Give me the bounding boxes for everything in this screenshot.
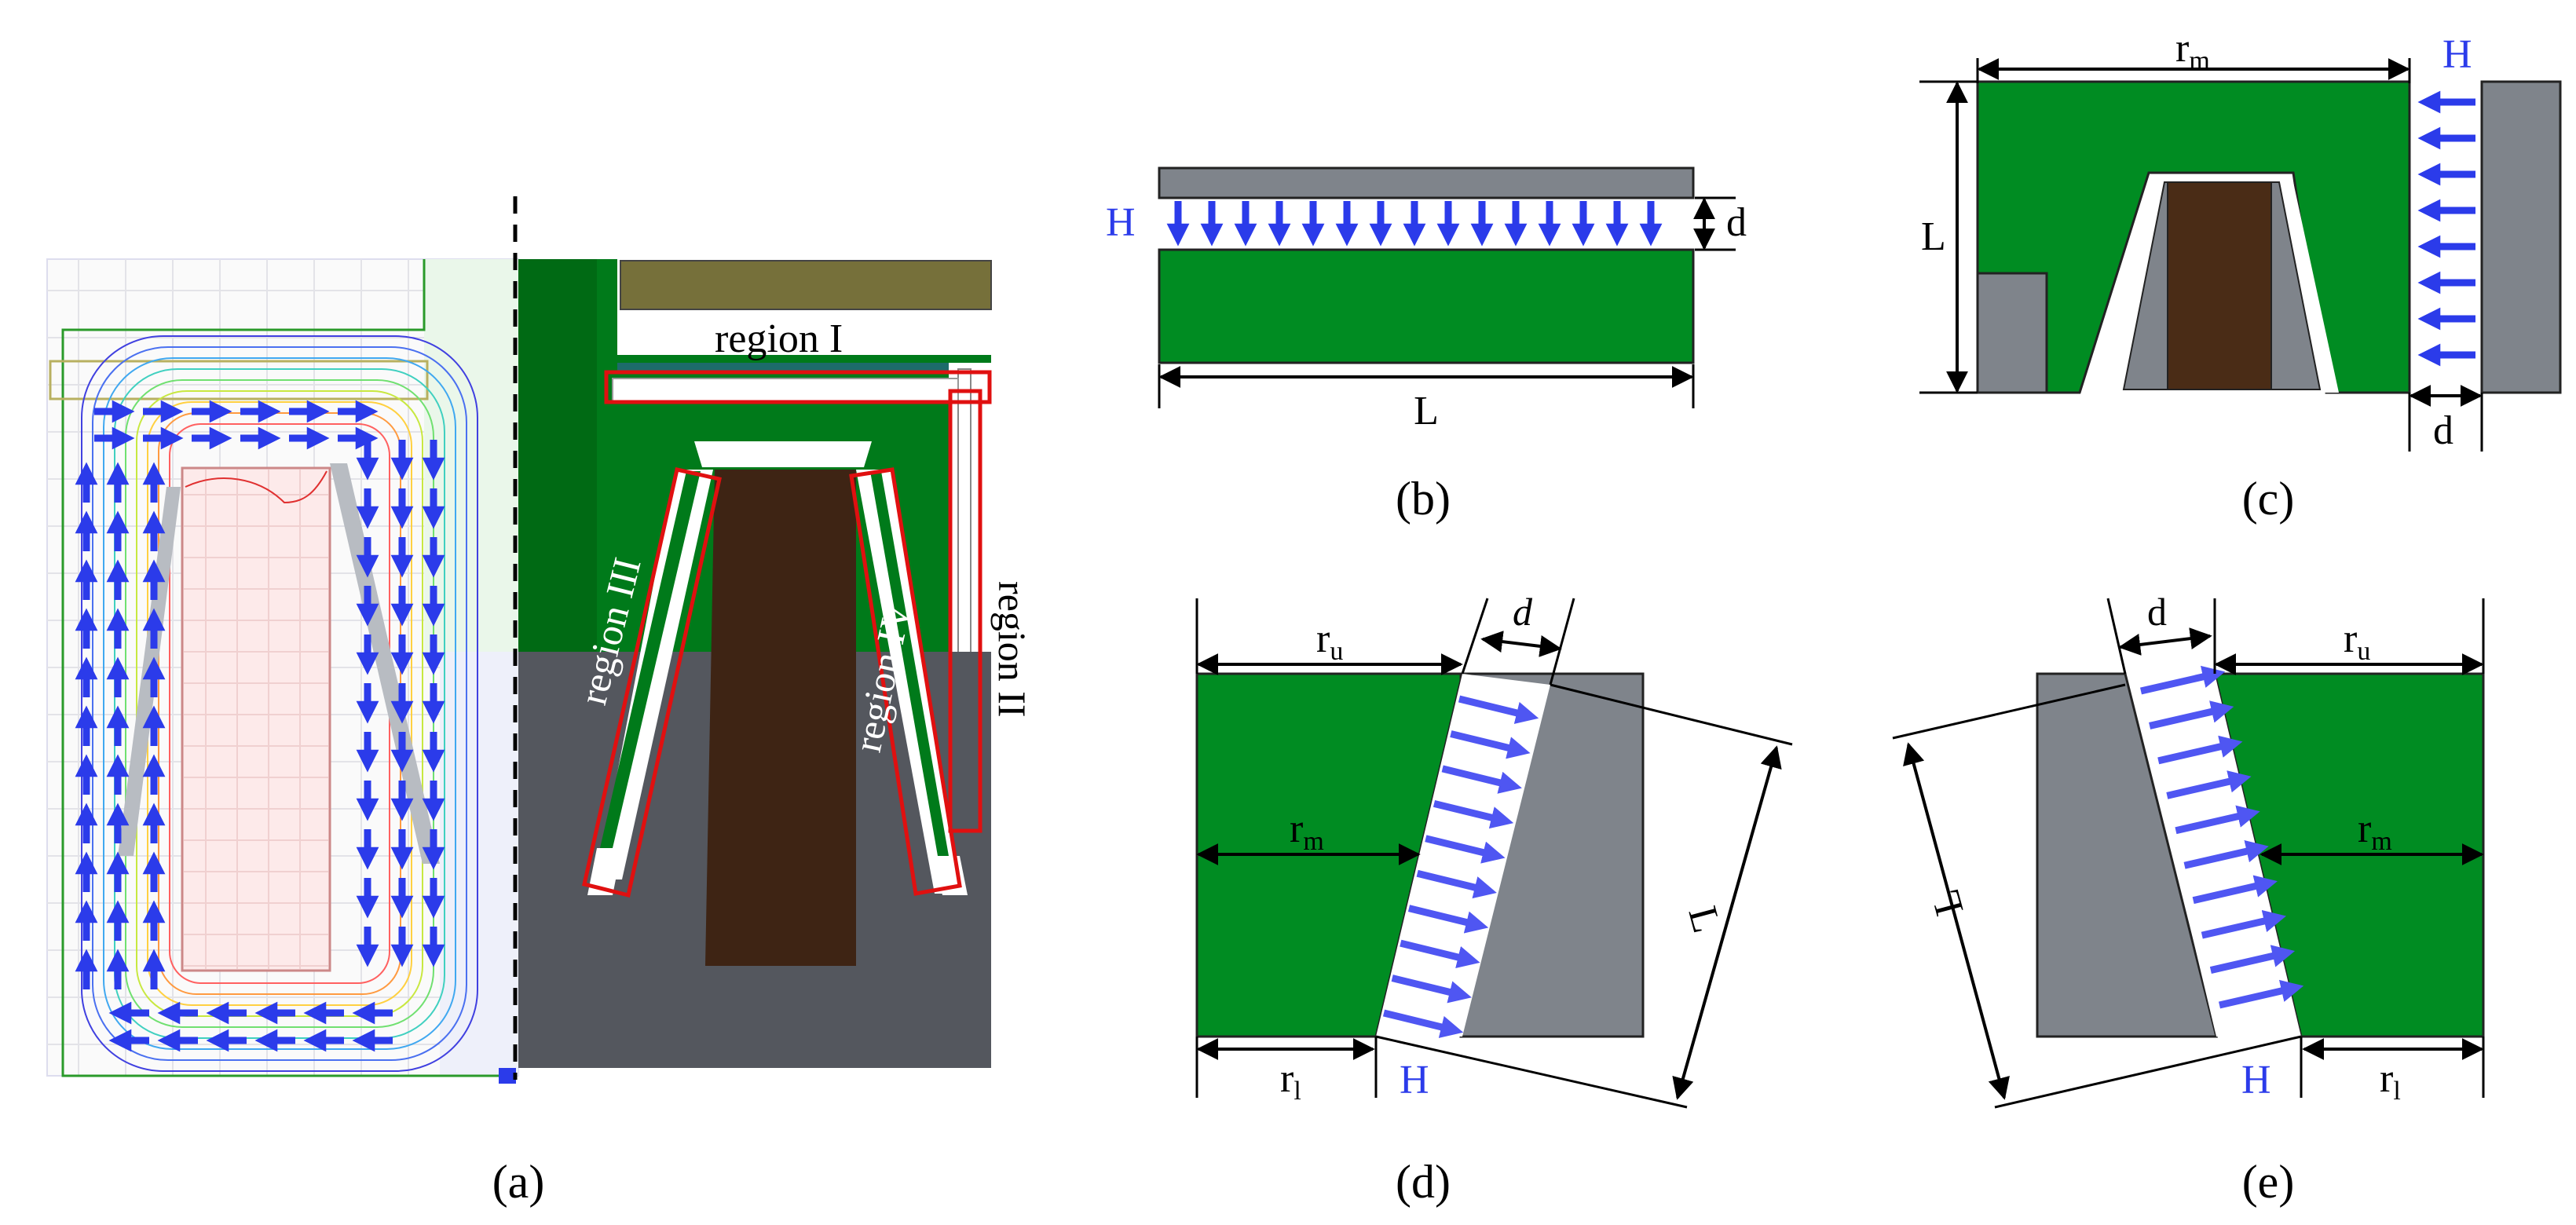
field-arrows <box>2417 90 2475 367</box>
arrow-icon <box>2218 979 2304 1009</box>
arrow-icon <box>2201 909 2287 939</box>
arrow-icon <box>2157 735 2243 765</box>
arrow-icon <box>1433 799 1514 829</box>
upper-radius-label: ru <box>2344 616 2370 666</box>
region-3-box <box>582 467 722 898</box>
actuator-model: region I region II region III region IV <box>518 259 1034 1068</box>
field-arrows <box>2139 665 2304 1009</box>
arrow-icon <box>1391 975 1472 1004</box>
mean-radius-label: rm <box>1290 806 1324 856</box>
caption-c: (c) <box>2242 473 2295 525</box>
radius-label: rm <box>2175 26 2210 75</box>
region-1-label: region I <box>715 316 843 361</box>
field-arrows <box>1382 695 1539 1038</box>
gap-dimension <box>2118 627 2212 656</box>
length-dimension <box>1903 742 2010 1100</box>
simulation-view <box>46 258 519 1084</box>
caption-d: (d) <box>1396 1156 1451 1208</box>
coil <box>2167 181 2272 390</box>
length-label-L: L <box>1679 901 1729 937</box>
arrow-icon <box>1441 765 1522 794</box>
arrow-icon <box>2139 665 2226 695</box>
gap-dimension <box>1480 631 1562 657</box>
arrow-icon <box>1382 1009 1464 1038</box>
armature-side <box>2480 80 2562 394</box>
region-4-box <box>849 467 962 896</box>
arrow-icon <box>2149 700 2234 730</box>
panel-e: ru rm rl d L H (e) <box>1892 590 2485 1208</box>
field-label-H: H <box>2241 1058 2271 1102</box>
field-arrows <box>1166 201 1663 247</box>
panel-b: H d L (b) <box>1106 166 1747 525</box>
length-dimension <box>1672 745 1782 1100</box>
caption-b: (b) <box>1396 473 1451 525</box>
arrow-icon <box>2166 770 2252 799</box>
coil <box>705 470 856 966</box>
armature-plate <box>620 260 992 310</box>
arrow-icon <box>2209 945 2296 974</box>
arrow-icon <box>1458 695 1539 724</box>
gap-label-d: d <box>2147 590 2167 634</box>
arrow-icon <box>1425 835 1506 864</box>
field-label-H: H <box>1106 200 1136 245</box>
flux-arrows <box>75 400 445 1052</box>
panel-a: region I region II region III region IV … <box>46 196 1034 1208</box>
arrow-icon <box>2192 875 2278 905</box>
gap-label-d: d <box>1726 200 1747 245</box>
region-1-box <box>604 370 992 404</box>
caption-e: (e) <box>2242 1156 2295 1208</box>
origin-marker <box>499 1068 516 1084</box>
lower-radius-label: rl <box>2380 1056 2401 1106</box>
arrow-icon <box>1450 730 1531 759</box>
arrow-icon <box>2183 840 2269 869</box>
mean-radius-label: rm <box>2358 806 2392 856</box>
armature-plate <box>1158 166 1695 199</box>
length-label-L: L <box>1414 389 1439 433</box>
core-block <box>1158 248 1695 364</box>
upper-radius-label: ru <box>1316 616 1343 666</box>
gap-label-d: d <box>1513 590 1533 634</box>
arrow-icon <box>1407 905 1489 934</box>
gap-label-d: d <box>2433 408 2453 453</box>
field-label-H: H <box>1400 1058 1429 1102</box>
panel-c: H rm L d (c) <box>1919 26 2562 525</box>
field-label-H: H <box>2442 32 2472 77</box>
length-label-L: L <box>1921 214 1946 259</box>
panel-d: ru rm rl d L H (d) <box>1195 590 1793 1208</box>
region-2-label: region II <box>990 581 1034 718</box>
caption-a: (a) <box>492 1156 545 1208</box>
arrow-icon <box>1416 869 1497 899</box>
length-label-L: L <box>1923 884 1972 920</box>
arrow-icon <box>1400 939 1480 968</box>
arrow-icon <box>2175 805 2260 835</box>
region-2-box <box>948 389 982 833</box>
lower-radius-label: rl <box>1280 1056 1301 1106</box>
